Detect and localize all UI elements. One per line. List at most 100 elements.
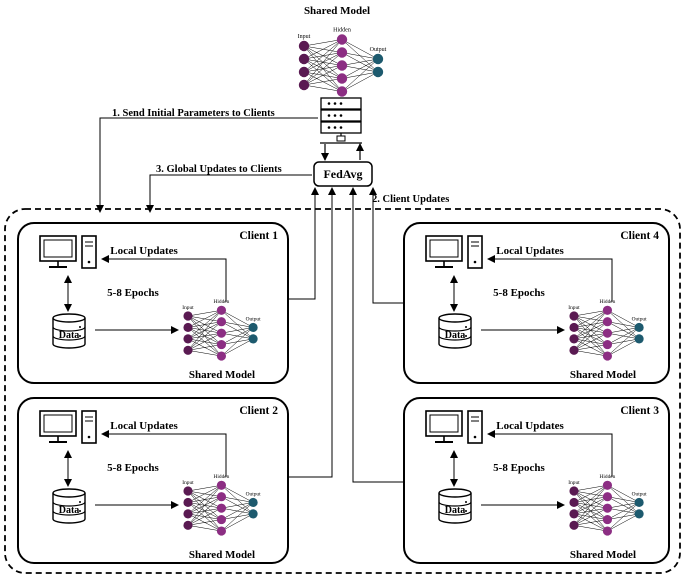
nn-input-node bbox=[183, 497, 193, 508]
desktop-computer-icon bbox=[425, 410, 483, 444]
nn-input-node bbox=[569, 345, 579, 355]
nn-hidden-node bbox=[216, 492, 227, 502]
nn-hidden-node bbox=[602, 317, 613, 327]
client4-update-arrow bbox=[369, 187, 403, 304]
epochs-label: 5-8 Epochs bbox=[493, 462, 545, 474]
nn-hidden-node bbox=[216, 526, 227, 536]
nn-input-node bbox=[569, 311, 579, 321]
nn-input-label: Input bbox=[298, 34, 311, 40]
nn-connections bbox=[573, 485, 640, 532]
nn-hidden-label: Hidden bbox=[214, 299, 230, 305]
nn-hidden-node bbox=[602, 526, 613, 536]
epochs-label: 5-8 Epochs bbox=[493, 287, 545, 299]
data-label: Data bbox=[445, 330, 466, 341]
data-label: Data bbox=[445, 505, 466, 516]
nn-input-node bbox=[569, 322, 579, 333]
nn-output-label: Output bbox=[632, 316, 647, 322]
nn-input-node bbox=[298, 40, 310, 52]
desktop-computer-icon bbox=[425, 235, 483, 269]
nn-input-label: Input bbox=[568, 480, 580, 486]
desktop-computer-icon bbox=[39, 410, 97, 444]
nn-hidden-node bbox=[216, 503, 227, 513]
local-updates-label: Local Updates bbox=[110, 420, 178, 432]
nn-input-node bbox=[569, 497, 579, 508]
nn-input-label: Input bbox=[182, 305, 194, 311]
nn-hidden-node bbox=[602, 480, 613, 490]
client2-update-arrow bbox=[288, 187, 336, 478]
global-updates-label: 3. Global Updates to Clients bbox=[156, 164, 282, 175]
nn-hidden-node bbox=[336, 73, 348, 84]
nn-output-node bbox=[248, 334, 258, 344]
nn-output-node bbox=[248, 509, 258, 519]
nn-output-node bbox=[248, 497, 258, 508]
nn-input-node bbox=[298, 79, 310, 91]
nn-hidden-label: Hidden bbox=[333, 28, 351, 34]
nn-hidden-node bbox=[216, 328, 227, 338]
client-name: Client 3 bbox=[620, 405, 659, 417]
nn-output-label: Output bbox=[632, 491, 647, 497]
nn-hidden-node bbox=[602, 492, 613, 502]
nn-hidden-node bbox=[336, 34, 348, 45]
nn-hidden-node bbox=[336, 86, 348, 97]
nn-output-label: Output bbox=[246, 491, 261, 497]
nn-input-node bbox=[183, 520, 193, 530]
client-name: Client 2 bbox=[239, 405, 278, 417]
nn-hidden-node bbox=[602, 515, 613, 525]
server-rack-icon bbox=[320, 97, 362, 144]
nn-hidden-node bbox=[216, 305, 227, 315]
nn-input-node bbox=[183, 334, 193, 344]
local-updates-label: Local Updates bbox=[110, 245, 178, 257]
nn-hidden-node bbox=[602, 328, 613, 338]
nn-output-label: Output bbox=[370, 47, 387, 53]
data-label: Data bbox=[59, 330, 80, 341]
nn-input-node bbox=[569, 486, 579, 496]
send-initial-label: 1. Send Initial Parameters to Clients bbox=[112, 108, 275, 119]
nn-output-node bbox=[248, 322, 258, 333]
nn-output-node bbox=[372, 66, 384, 78]
epochs-label: 5-8 Epochs bbox=[107, 462, 159, 474]
nn-output-node bbox=[372, 53, 384, 65]
nn-input-node bbox=[183, 486, 193, 496]
shared-model-label: Shared Model bbox=[189, 369, 255, 381]
local-updates-arrow bbox=[101, 255, 227, 302]
epochs-label: 5-8 Epochs bbox=[107, 287, 159, 299]
nn-hidden-node bbox=[602, 340, 613, 350]
nn-hidden-node bbox=[602, 351, 613, 361]
nn-hidden-node bbox=[336, 60, 348, 71]
local-updates-arrow bbox=[101, 430, 227, 477]
nn-hidden-label: Hidden bbox=[600, 474, 616, 480]
nn-input-label: Input bbox=[568, 305, 580, 311]
local-updates-label: Local Updates bbox=[496, 245, 564, 257]
nn-output-node bbox=[634, 509, 644, 519]
nn-hidden-node bbox=[216, 351, 227, 361]
data-label: Data bbox=[59, 505, 80, 516]
database-icon: Data bbox=[52, 313, 86, 349]
fedavg-label: FedAvg bbox=[323, 167, 362, 181]
client3-update-arrow bbox=[349, 187, 403, 483]
shared-model-label: Shared Model bbox=[570, 549, 636, 561]
nn-output-label: Output bbox=[246, 316, 261, 322]
nn-hidden-node bbox=[602, 305, 613, 315]
local-updates-arrow bbox=[487, 430, 613, 477]
nn-hidden-node bbox=[216, 317, 227, 327]
nn-output-node bbox=[634, 322, 644, 333]
client-name: Client 4 bbox=[620, 230, 659, 242]
nn-hidden-node bbox=[216, 515, 227, 525]
fedavg-box: FedAvg bbox=[313, 161, 373, 187]
local-updates-label: Local Updates bbox=[496, 420, 564, 432]
nn-hidden-node bbox=[216, 480, 227, 490]
shared-model-label: Shared Model bbox=[189, 549, 255, 561]
client-updates-label: 2. Client Updates bbox=[372, 194, 449, 205]
nn-hidden-label: Hidden bbox=[600, 299, 616, 305]
nn-output-node bbox=[634, 334, 644, 344]
